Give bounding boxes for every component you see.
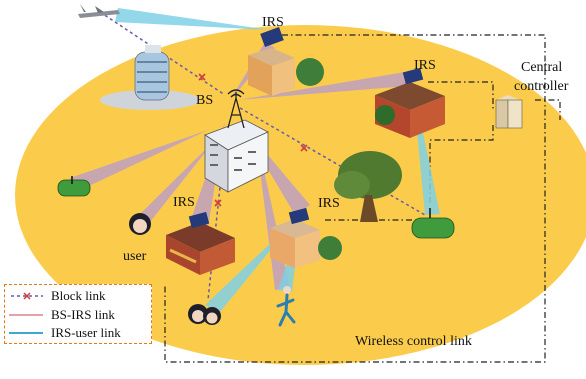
- legend-label-irs-user-link: IRS-user link: [51, 325, 121, 340]
- bs-label: BS: [196, 93, 214, 108]
- phone-user-icon: [57, 176, 91, 197]
- tree-icon: [334, 151, 402, 222]
- bs-irs-link-legend-icon: [9, 314, 43, 316]
- irs-label-left: IRS: [173, 195, 195, 210]
- users-group-icon: [188, 304, 221, 325]
- irs-user-beam: [115, 8, 270, 30]
- irs-building-mid-icon: [270, 207, 342, 268]
- central-controller-label-1: Central: [521, 60, 563, 75]
- legend: Block link BS-IRS link IRS-user link: [4, 284, 152, 344]
- legend-item-block-link: Block link: [9, 288, 149, 304]
- user-avatar-icon: [129, 213, 151, 235]
- legend-item-irs-user-link: IRS-user link: [9, 325, 149, 341]
- legend-label-bs-irs-link: BS-IRS link: [51, 307, 115, 322]
- bs-irs-beam: [70, 130, 208, 192]
- irs-building-top-icon: [248, 27, 324, 96]
- phone-user-icon: [411, 208, 455, 239]
- uav-icon: [78, 4, 120, 18]
- irs-building-left-icon: [166, 211, 235, 275]
- bs-building-icon: [204, 119, 269, 193]
- wireless-control-link-label: Wireless control link: [355, 334, 472, 349]
- legend-label-block-link: Block link: [51, 288, 106, 303]
- office-tower-icon: [100, 45, 200, 110]
- irs-label-mid: IRS: [318, 196, 340, 211]
- walking-user-icon: [276, 286, 296, 327]
- irs-user-link-legend-icon: [9, 332, 43, 334]
- irs-building-right-icon: [375, 67, 445, 138]
- bs-antenna-icon: [227, 89, 245, 129]
- irs-label-right: IRS: [414, 58, 436, 73]
- block-markers: [198, 73, 308, 207]
- irs-label-top: IRS: [262, 15, 284, 30]
- user-label: user: [123, 249, 147, 264]
- bs-irs-beam: [140, 140, 215, 222]
- central-controller-icon: [495, 95, 523, 129]
- central-controller-label-2: controller: [514, 79, 569, 94]
- legend-item-bs-irs-link: BS-IRS link: [9, 307, 149, 323]
- block-link-legend-icon: [11, 292, 43, 300]
